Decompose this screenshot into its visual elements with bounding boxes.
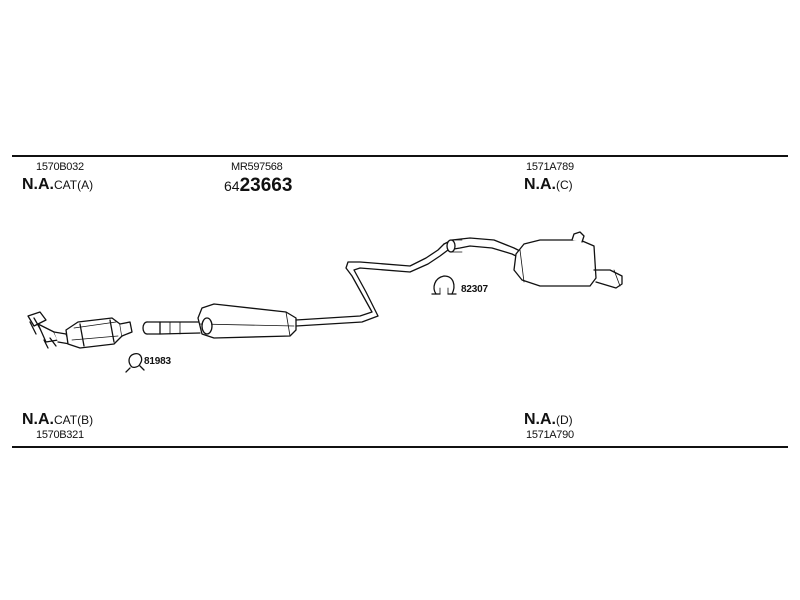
part-number-top-right: 1571A789 [526, 161, 574, 173]
rear-muffler [513, 231, 623, 289]
part-number-bottom-right: 1571A790 [526, 429, 574, 441]
kit-number-prefix: 64 [224, 178, 240, 194]
top-divider [12, 155, 788, 157]
clamp-ref-82307: 82307 [461, 284, 488, 295]
na-text: N.A. [524, 176, 556, 193]
clamp-icon-81983 [125, 352, 145, 373]
cat-text: CAT(B) [54, 413, 94, 427]
na-text: N.A. [524, 411, 556, 428]
middle-pipe [295, 243, 449, 327]
bottom-divider [12, 446, 788, 448]
part-number-bottom-left: 1570B321 [36, 429, 84, 441]
middle-muffler [197, 303, 297, 339]
suffix-text: (C) [556, 178, 573, 192]
rear-pipe [443, 237, 523, 259]
na-label-top-left: N.A.CAT(A) [22, 177, 93, 193]
na-label-bottom-right: N.A.(D) [524, 412, 573, 428]
part-number-top-left: 1570B032 [36, 161, 84, 173]
na-text: N.A. [22, 411, 54, 428]
front-flange [27, 311, 71, 349]
cat-text: CAT(A) [54, 178, 94, 192]
na-label-bottom-left: N.A.CAT(B) [22, 412, 93, 428]
part-number-top-center: MR597568 [231, 161, 283, 173]
clamp-ref-81983: 81983 [144, 356, 171, 367]
front-pipe [142, 321, 201, 335]
catalytic-converter [65, 317, 133, 349]
na-label-top-right: N.A.(C) [524, 177, 573, 193]
suffix-text: (D) [556, 413, 573, 427]
kit-number-main: 23663 [239, 175, 293, 196]
clamp-icon-82307 [431, 275, 457, 295]
na-text: N.A. [22, 176, 54, 193]
kit-number: 6423663 [224, 176, 292, 195]
